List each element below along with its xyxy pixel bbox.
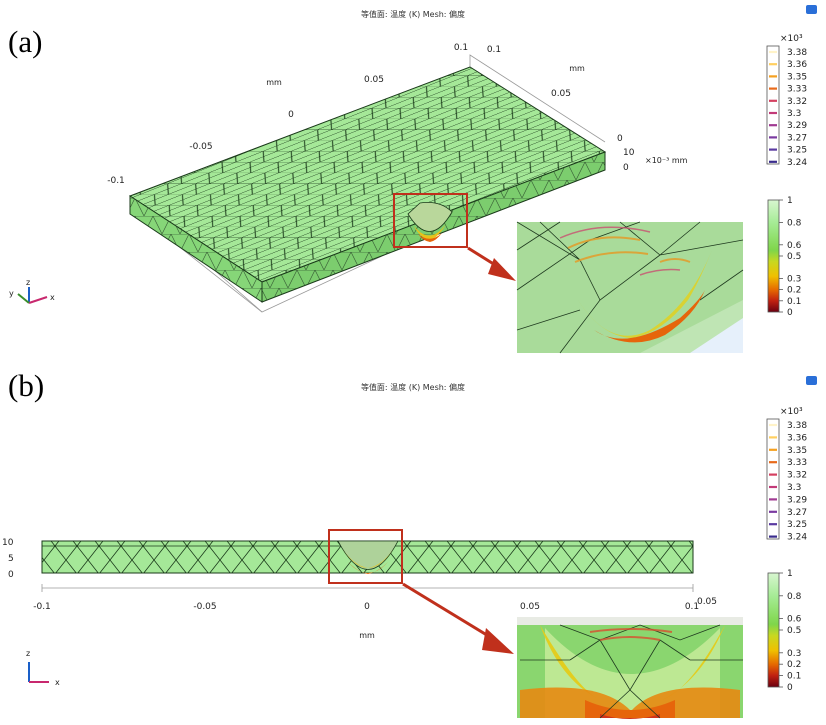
- panel-a-temp-label-3: 3.33: [787, 85, 807, 95]
- panel-b-temp-exponent: ×10³: [780, 407, 803, 417]
- panel-a-mesh-slab: [128, 66, 607, 303]
- panel-a-temp-label-1: 3.36: [787, 60, 807, 70]
- panel-b-qual-label-3: 0.5: [787, 626, 801, 636]
- panel-a-temp-label-0: 3.38: [787, 48, 807, 58]
- panel-b-xunit: mm: [359, 631, 375, 640]
- panel-a-yunit: mm: [569, 64, 585, 73]
- panel-a-temp-label-7: 3.27: [787, 133, 807, 143]
- panel-b-mesh-slab: [41, 540, 694, 574]
- panel-a-qual-label-7: 0: [787, 308, 793, 318]
- panel-a-ztick-3: 0: [623, 163, 629, 173]
- panel-a-qual-label-4: 0.3: [787, 274, 801, 284]
- panel-b-arrow: [402, 582, 496, 642]
- panel-a-xunit: mm: [266, 78, 282, 87]
- panel-b-temp-label-8: 3.25: [787, 520, 807, 530]
- panel-a-qual-label-0: 1: [787, 196, 793, 206]
- panel-b-temp-label-5: 3.3: [787, 483, 801, 493]
- panel-a-xtick-2: -0.05: [189, 142, 212, 152]
- panel-b-plot-title: 等值面: 温度 (K) Mesh: 偏度: [361, 382, 465, 392]
- panel-b-xtick-extra: 0.05: [697, 597, 717, 607]
- panel-a-arrowhead: [488, 258, 516, 281]
- panel-b-ztick-3: 0: [8, 570, 14, 580]
- panel-b-qual-label-2: 0.6: [787, 615, 802, 625]
- panel-a-xtick-1: -0.1: [107, 176, 125, 186]
- panel-b-temp-label-3: 3.33: [787, 458, 807, 468]
- panel-a-xtick-3: 0: [288, 110, 294, 120]
- panel-a-xtick-4: 0.05: [364, 75, 384, 85]
- panel-b-qual-label-0: 1: [787, 569, 793, 579]
- panel-b-temperature-legend: ×10³ 3.38 3.36 3.35 3.33 3.32 3.3 3.29 3.27 3.25…: [766, 407, 807, 543]
- panel-b-qual-label-1: 0.8: [787, 592, 802, 602]
- panel-b-temp-label-1: 3.36: [787, 433, 807, 443]
- panel-a-temp-label-4: 3.32: [787, 97, 807, 107]
- panel-b-xtick-1: -0.1: [33, 602, 51, 612]
- panel-a-temp-label-8: 3.25: [787, 146, 807, 156]
- panel-b-temp-label-9: 3.24: [787, 533, 807, 543]
- panel-a-qual-label-5: 0.2: [787, 286, 801, 296]
- panel-b-xtick-2: -0.05: [193, 602, 216, 612]
- panel-b-triad-x: x: [55, 678, 60, 687]
- panel-a-temperature-legend: ×10³ 3.38 3.36 3.35 3.33 3.32 3.3 3.29 3.27 3.25…: [766, 34, 807, 168]
- panel-b-arrowhead: [482, 628, 514, 654]
- panel-a-qual-label-6: 0.1: [787, 297, 801, 307]
- panel-b-qual-label-4: 0.3: [787, 649, 801, 659]
- panel-a-label: (a): [8, 24, 42, 59]
- panel-b-ztick-1: 10: [2, 538, 14, 548]
- panel-a-xtick-5: 0.1: [454, 43, 468, 53]
- panel-b-triad-z: z: [26, 649, 30, 658]
- panel-a-temp-label-6: 3.29: [787, 121, 807, 131]
- panel-b-ztick-2: 5: [8, 554, 14, 564]
- panel-a-qual-label-1: 0.8: [787, 218, 802, 228]
- panel-b-qual-label-5: 0.2: [787, 660, 801, 670]
- toolbar-icon[interactable]: [806, 5, 817, 14]
- panel-a-triad-z: z: [26, 278, 30, 287]
- panel-a-triad-x: x: [50, 293, 55, 302]
- panel-a-zunit: ×10⁻³ mm: [645, 156, 688, 165]
- panel-b-temp-label-0: 3.38: [787, 421, 807, 431]
- panel-a-temp-label-5: 3.3: [787, 109, 801, 119]
- panel-a-highlight-box: [393, 193, 468, 248]
- panel-a-triad-y: y: [9, 289, 14, 298]
- panel-b-axis-triad: z x: [26, 649, 60, 687]
- panel-a-ytick-2: 0.05: [551, 89, 571, 99]
- panel-a-quality-legend: 1 0.8 0.60.5 0.3 0.20.10: [767, 196, 802, 318]
- panel-b-label: (b): [8, 368, 44, 403]
- panel-b-qual-label-7: 0: [787, 683, 793, 693]
- panel-a-qual-label-2: 0.6: [787, 241, 802, 251]
- panel-b-temp-label-4: 3.32: [787, 471, 807, 481]
- panel-a-qual-label-3: 0.5: [787, 252, 801, 262]
- panel-a-zoom-inset: [516, 221, 744, 354]
- panel-b-highlight-box: [328, 529, 403, 584]
- panel-b-temp-label-2: 3.35: [787, 446, 807, 456]
- toolbar-icon-b[interactable]: [806, 376, 817, 385]
- panel-b-xtick-3: 0: [364, 602, 370, 612]
- panel-a-ztick-2: 10: [623, 148, 635, 158]
- panel-a-temp-label-2: 3.35: [787, 72, 807, 82]
- panel-b-qual-label-6: 0.1: [787, 672, 801, 682]
- panel-b-xtick-4: 0.05: [520, 602, 540, 612]
- panel-b: (b) 等值面: 温度 (K) Mesh: 偏度 -0.1 -0.05 0 0.…: [2, 368, 817, 719]
- panel-a-axis-triad: z x y: [9, 278, 55, 304]
- panel-a-ztick-1: 0: [617, 134, 623, 144]
- panel-a-quality-colorbar: [767, 199, 780, 313]
- panel-b-quality-colorbar: [767, 572, 780, 688]
- panel-b-temp-label-7: 3.27: [787, 508, 807, 518]
- panel-a: (a) 等值面: 温度 (K) Mesh: 偏度 -0.1 -0.05 0 0.…: [8, 5, 817, 354]
- panel-a-temp-exponent: ×10³: [780, 34, 803, 44]
- panel-b-xtick-5: 0.1: [685, 602, 699, 612]
- panel-b-quality-legend: 1 0.8 0.60.5 0.30.2 0.10: [767, 569, 802, 693]
- panel-a-plot-title: 等值面: 温度 (K) Mesh: 偏度: [361, 9, 465, 19]
- panel-b-temp-label-6: 3.29: [787, 495, 807, 505]
- panel-a-temp-label-9: 3.24: [787, 158, 807, 168]
- panel-a-ytick-1: 0.1: [487, 45, 501, 55]
- panel-b-zoom-inset: [517, 617, 743, 719]
